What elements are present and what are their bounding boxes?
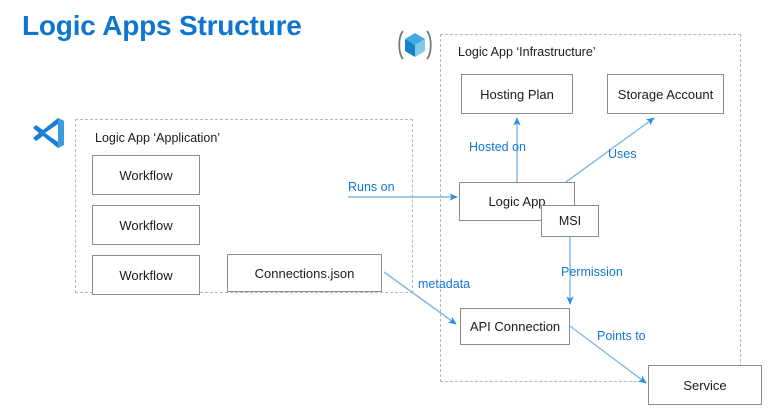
vscode-icon bbox=[28, 112, 68, 152]
edge-label-permission: Permission bbox=[561, 265, 623, 279]
group-application-label: Logic App ‘Application’ bbox=[95, 131, 221, 145]
azure-resource-group-icon bbox=[394, 24, 436, 66]
node-hosting-plan[interactable]: Hosting Plan bbox=[461, 74, 573, 114]
node-service[interactable]: Service bbox=[648, 365, 762, 405]
node-storage-account[interactable]: Storage Account bbox=[607, 74, 724, 114]
group-infrastructure-label: Logic App ‘Infrastructure’ bbox=[458, 45, 596, 59]
node-workflow-3[interactable]: Workflow bbox=[92, 255, 200, 295]
node-msi[interactable]: MSI bbox=[541, 205, 599, 237]
edge-label-hosted-on: Hosted on bbox=[469, 140, 526, 154]
page-title: Logic Apps Structure bbox=[22, 10, 302, 41]
node-connections-json[interactable]: Connections.json bbox=[227, 254, 382, 292]
edge-label-metadata: metadata bbox=[418, 277, 471, 291]
node-api-connection[interactable]: API Connection bbox=[460, 308, 570, 345]
edge-label-points-to: Points to bbox=[597, 329, 646, 343]
edge-label-uses: Uses bbox=[608, 147, 637, 161]
node-workflow-2[interactable]: Workflow bbox=[92, 205, 200, 245]
edge-label-runs-on: Runs on bbox=[348, 180, 395, 194]
group-application bbox=[75, 119, 413, 293]
node-workflow-1[interactable]: Workflow bbox=[92, 155, 200, 195]
